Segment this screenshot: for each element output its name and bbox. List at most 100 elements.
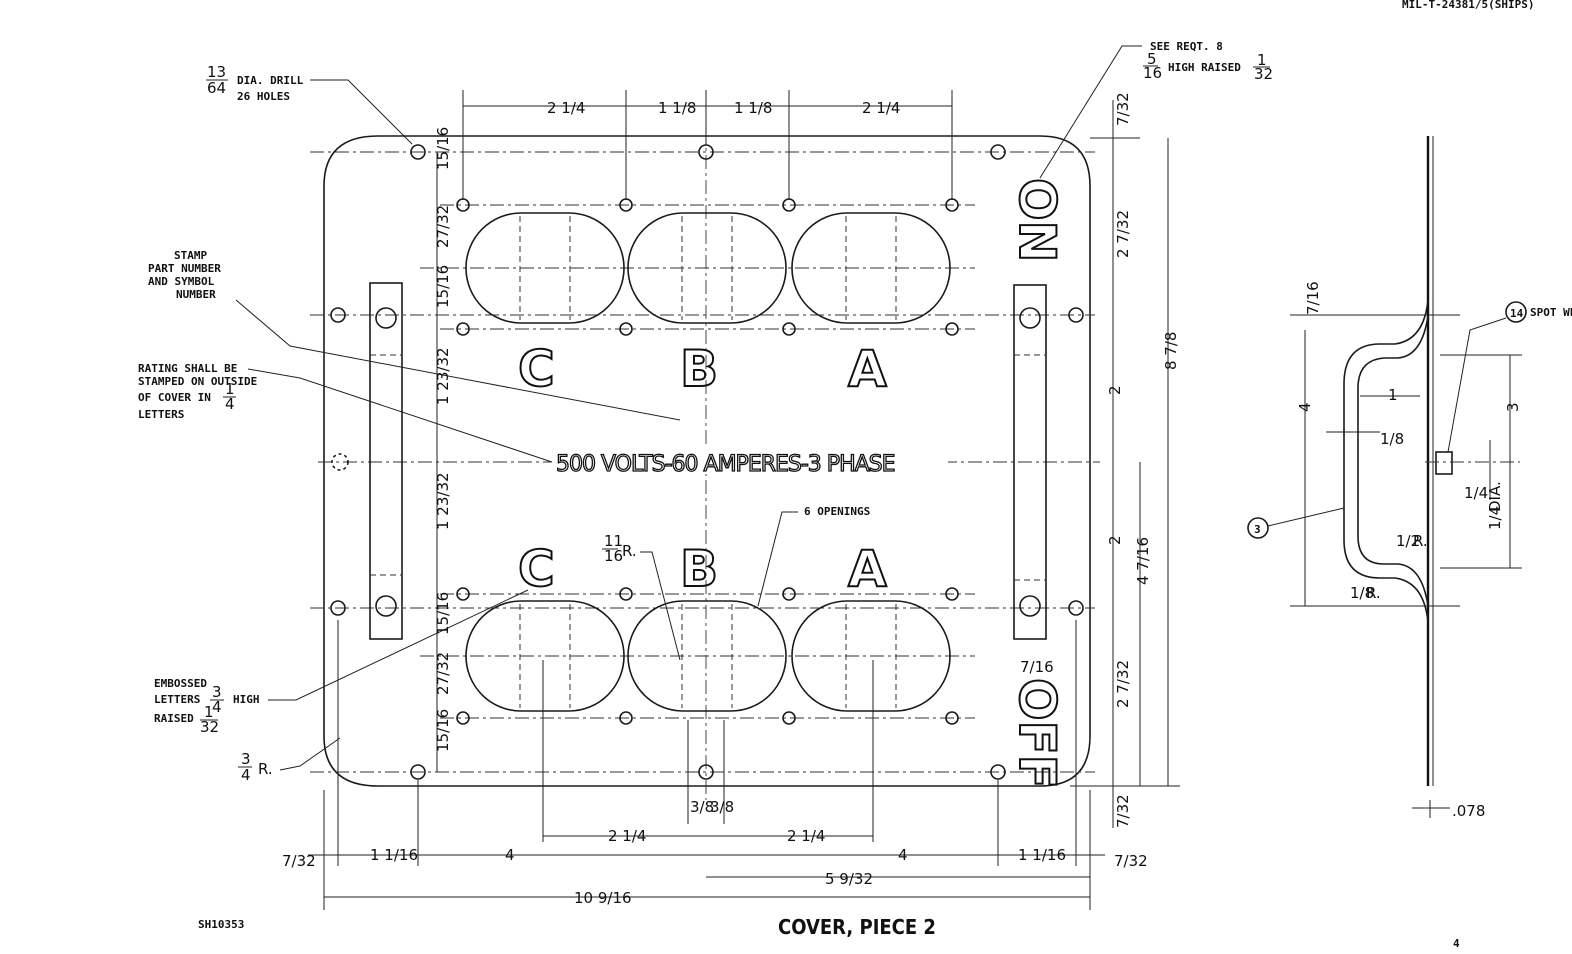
dim-thickness: .078 <box>1452 802 1485 820</box>
dim-right-4: 2 <box>1106 535 1124 545</box>
note-emb-1: EMBOSSED <box>154 677 207 690</box>
note-stamp: STAMP PART NUMBER AND SYMBOL NUMBER <box>148 249 681 421</box>
svg-text:16: 16 <box>604 547 623 565</box>
svg-text:4: 4 <box>212 698 222 716</box>
dim-left-1: 15/16 <box>434 127 452 170</box>
svg-text:3: 3 <box>241 750 251 768</box>
svg-text:4: 4 <box>241 766 251 784</box>
letter-c-top: C <box>518 340 555 398</box>
left-dimensions: 15/16 27/32 15/16 1 23/32 1 23/32 15/16 … <box>434 127 452 772</box>
side-r1-label: R. <box>1413 532 1428 550</box>
dim-left-6: 15/16 <box>434 592 452 635</box>
note-reqt-text: SEE REQT. 8 <box>1150 40 1223 53</box>
note-openings: 6 OPENINGS 11 16 R. <box>602 505 870 661</box>
letter-a-bot: A <box>848 540 887 598</box>
svg-text:11: 11 <box>604 532 623 550</box>
note-reqt: SEE REQT. 8 5 16 HIGH RAISED 1 32 <box>1039 40 1273 179</box>
marking-off: OFF <box>1008 678 1066 789</box>
note-rating-1: RATING SHALL BE <box>138 362 237 375</box>
dim-side-dia: 1/4 <box>1486 506 1504 530</box>
drill-holes <box>330 144 1084 780</box>
dim-side-6: 1/4 <box>1464 484 1488 502</box>
svg-text:1: 1 <box>1257 51 1267 69</box>
dim-slot: 7/16 <box>1020 658 1054 676</box>
opening-bot-a <box>791 600 951 712</box>
opening-bot-b <box>627 600 787 712</box>
dim-bot-4: 4 <box>898 846 908 864</box>
rating-text: 500 VOLTS-60 AMPERES-3 PHASE <box>556 452 895 477</box>
dim-top-2: 1 1/8 <box>658 99 696 117</box>
dim-side-8: 1/8 <box>1350 584 1374 602</box>
callout-14: 14 <box>1510 307 1524 320</box>
note-rating-2: STAMPED ON OUTSIDE <box>138 375 257 388</box>
note-embossed: EMBOSSED LETTERS 3 4 HIGH RAISED 1 32 <box>154 589 529 736</box>
svg-text:16: 16 <box>1143 64 1162 82</box>
bottom-dimensions: 7/32 1 1/16 4 4 1 1/16 7/32 2 1/4 3/8 3/… <box>282 620 1148 910</box>
dim-bot-2: 1 1/16 <box>370 846 418 864</box>
side-handles <box>369 282 1047 640</box>
dim-bot2-1: 2 1/4 <box>608 827 646 845</box>
dim-left-2: 27/32 <box>434 205 452 248</box>
note-emb-4: RAISED <box>154 712 194 725</box>
note-stamp-3: AND SYMBOL <box>148 275 215 288</box>
dim-right-5: 2 7/32 <box>1114 660 1132 708</box>
letter-c-bot: C <box>518 540 555 598</box>
drawing-number: SH10353 <box>198 918 244 931</box>
dim-half: 5 9/32 <box>825 870 873 888</box>
dim-right-2: 2 7/32 <box>1114 210 1132 258</box>
top-dimensions: 2 1/4 1 1/8 1 1/8 2 1/4 <box>462 90 953 200</box>
svg-text:13: 13 <box>207 63 226 81</box>
note-holes-text: 26 HOLES <box>237 90 290 103</box>
svg-text:32: 32 <box>200 718 219 736</box>
dim-bot2-4: 2 1/4 <box>787 827 825 845</box>
svg-text:32: 32 <box>1254 65 1273 83</box>
opening-top-a <box>791 212 951 324</box>
opening-top-c <box>465 212 625 324</box>
oval-openings <box>465 212 951 712</box>
dim-side-3: 1 <box>1388 386 1398 404</box>
dim-bot2-2: 3/8 <box>690 798 714 816</box>
dim-top-4: 2 1/4 <box>862 99 900 117</box>
note-rating-3: OF COVER IN <box>138 391 211 404</box>
svg-text:64: 64 <box>207 79 226 97</box>
open-r-label: R. <box>622 542 637 560</box>
spot-weld-label: SPOT WELD <box>1530 306 1572 319</box>
note-stamp-2: PART NUMBER <box>148 262 221 275</box>
svg-text:3: 3 <box>212 683 222 701</box>
corner-r-label: R. <box>258 760 273 778</box>
dim-left-8: 15/16 <box>434 709 452 752</box>
drawing-title: COVER, PIECE 2 <box>778 915 936 939</box>
letter-a-top: A <box>848 340 887 398</box>
dim-side-7: 1/2 <box>1396 532 1420 550</box>
dim-bot-3: 4 <box>505 846 515 864</box>
marking-on: ON <box>1008 178 1066 262</box>
dim-bot-1: 7/32 <box>282 852 316 870</box>
dim-h2: 4 7/16 <box>1134 537 1152 585</box>
callout-3: 3 <box>1254 523 1261 536</box>
note-reqt-high: HIGH RAISED <box>1168 61 1241 74</box>
note-rating-4: LETTERS <box>138 408 184 421</box>
side-r2-label: R. <box>1366 584 1381 602</box>
dim-right-3: 2 <box>1106 385 1124 395</box>
spec-number: MIL-T-24381/5(SHIPS) <box>1402 0 1534 11</box>
dim-top-1: 2 1/4 <box>547 99 585 117</box>
svg-text:1: 1 <box>225 380 235 398</box>
dim-right-6: 7/32 <box>1114 794 1132 828</box>
cover-plate-outline <box>323 135 1140 787</box>
svg-text:1: 1 <box>204 703 214 721</box>
note-emb-2: LETTERS <box>154 693 200 706</box>
note-corner-radius: 3 4 R. <box>238 737 341 784</box>
note-stamp-1: STAMP <box>174 249 207 262</box>
dim-side-5: 3 <box>1504 402 1522 412</box>
note-drill: 13 64 DIA. DRILL 26 HOLES <box>206 63 413 145</box>
dim-right-1: 7/32 <box>1114 92 1132 126</box>
note-rating: RATING SHALL BE STAMPED ON OUTSIDE OF CO… <box>138 362 553 463</box>
note-stamp-4: NUMBER <box>176 288 216 301</box>
svg-text:4: 4 <box>225 395 235 413</box>
opening-bot-c <box>465 600 625 712</box>
letter-b-bot: B <box>680 540 718 598</box>
embossed-letters: C B A C B A ON OFF <box>517 177 1067 790</box>
dim-bot2-3: 3/8 <box>710 798 734 816</box>
dim-top-3: 1 1/8 <box>734 99 772 117</box>
